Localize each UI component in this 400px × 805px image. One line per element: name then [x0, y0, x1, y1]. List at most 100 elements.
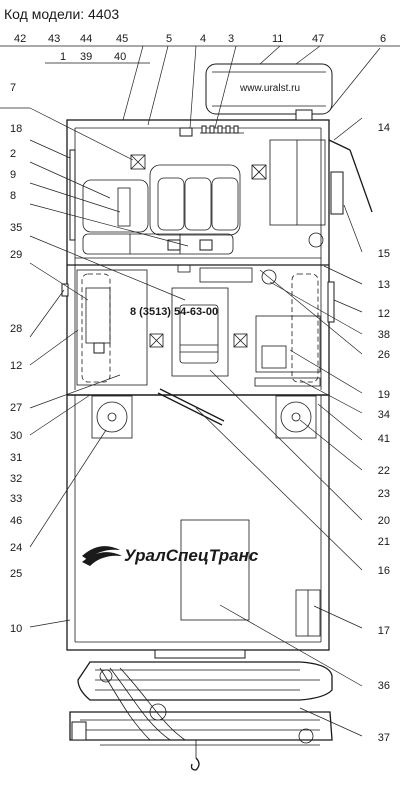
callout-11: 11	[272, 33, 283, 45]
comb-tooth	[233, 125, 239, 134]
callout-22: 22	[378, 465, 390, 477]
pivot-joint	[298, 728, 314, 744]
callout-1: 1	[60, 51, 66, 63]
hydraulic-line	[99, 667, 151, 741]
cross-line	[130, 154, 146, 170]
comb-tooth	[201, 125, 207, 134]
crane-hook	[190, 757, 200, 771]
model-code-title: Код модели: 4403	[4, 6, 120, 22]
callout-8: 8	[10, 190, 16, 202]
stove-body	[179, 304, 219, 364]
callout-31: 31	[10, 452, 22, 464]
callout-3: 3	[228, 33, 234, 45]
callout-23: 23	[378, 488, 390, 500]
callout-34: 34	[378, 409, 390, 421]
callout-12: 12	[378, 308, 390, 320]
callout-28: 28	[10, 323, 22, 335]
callout-15: 15	[378, 248, 390, 260]
callout-17: 17	[378, 625, 390, 637]
callout-47: 47	[312, 33, 324, 45]
round-fixture	[261, 269, 277, 285]
seat-cushion	[149, 164, 241, 236]
spare-wheel-left	[91, 395, 133, 439]
callout-41: 41	[378, 433, 390, 445]
crossed-box	[130, 154, 146, 170]
crossed-box-frame	[233, 333, 248, 348]
generator-panel	[261, 345, 287, 369]
cross-line	[233, 333, 248, 348]
small-box	[199, 239, 213, 251]
floor-step	[254, 377, 321, 387]
wheel-hub	[107, 412, 117, 422]
callout-29: 29	[10, 249, 22, 261]
pivot-joint	[99, 669, 113, 683]
locker-latch	[93, 342, 105, 354]
round-fixture	[308, 232, 324, 248]
callout-13: 13	[378, 279, 390, 291]
roof-unit-body	[205, 63, 333, 115]
callout-4: 4	[200, 33, 206, 45]
stove-unit	[171, 287, 229, 377]
cargo-crate	[180, 519, 250, 621]
comb-strip	[200, 125, 244, 134]
crane-boom-upper	[77, 661, 333, 701]
crane-assembly	[69, 649, 333, 771]
roof-unit	[205, 63, 333, 121]
cabinet-body	[269, 139, 326, 226]
callout-10: 10	[10, 623, 22, 635]
left-bay	[76, 269, 148, 386]
callout-37: 37	[378, 732, 390, 744]
crossed-box-frame	[130, 154, 146, 170]
right-cabinet	[269, 139, 373, 248]
side-panel	[330, 171, 344, 215]
cabin-outline	[66, 119, 330, 396]
hydraulic-line	[109, 667, 171, 741]
left-wall-hook	[61, 283, 69, 297]
hydraulic-line	[119, 667, 186, 741]
wheel-tire	[280, 401, 312, 433]
leader-lines	[0, 45, 381, 737]
callout-16: 16	[378, 565, 390, 577]
bench-front	[82, 233, 234, 255]
callout-33: 33	[10, 493, 22, 505]
callout-43: 43	[48, 33, 60, 45]
callout-26: 26	[378, 349, 390, 361]
open-door	[349, 149, 373, 213]
boom-hatching	[95, 669, 320, 691]
roof-unit-mount	[295, 109, 313, 121]
crossed-box	[233, 333, 248, 348]
callout-6: 6	[380, 33, 386, 45]
phone-watermark: 8 (3513) 54-63-00	[130, 306, 218, 318]
crane-boom-lower	[69, 711, 333, 741]
callout-35: 35	[10, 222, 22, 234]
callout-21: 21	[378, 536, 390, 548]
callout-12: 12	[10, 360, 22, 372]
callout-20: 20	[378, 515, 390, 527]
callout-38: 38	[378, 329, 390, 341]
socket-block	[179, 127, 193, 137]
left-wall-panel	[69, 149, 76, 241]
callout-44: 44	[80, 33, 92, 45]
ramp-bar	[159, 388, 225, 422]
small-box	[167, 239, 181, 251]
control-post	[71, 721, 87, 741]
callout-42: 42	[14, 33, 26, 45]
seat-block	[82, 164, 241, 255]
seat-cushion	[211, 177, 239, 231]
shelf-unit	[199, 267, 253, 283]
callout-46: 46	[10, 515, 22, 527]
cross-line	[251, 164, 267, 180]
callout-30: 30	[10, 430, 22, 442]
callout-39: 39	[80, 51, 92, 63]
callout-25: 25	[10, 568, 22, 580]
door-hinge	[328, 139, 351, 151]
dashed-bunk	[291, 273, 319, 383]
callout-9: 9	[10, 169, 16, 181]
callout-18: 18	[10, 123, 22, 135]
cross-line	[149, 333, 164, 348]
callout-7: 7	[10, 82, 16, 94]
